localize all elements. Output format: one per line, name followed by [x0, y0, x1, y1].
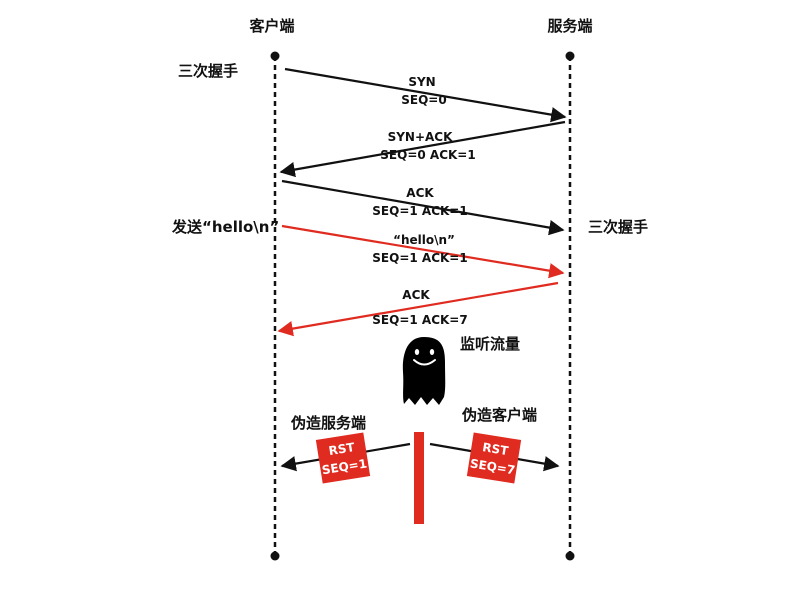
- synack-label: SYN+ACK: [388, 130, 454, 144]
- synack-arrow: [279, 120, 566, 178]
- send-hello-label: 发送“hello\n”: [171, 218, 279, 236]
- handshake-client-label: 三次握手: [178, 62, 238, 80]
- handshake-server-label: 三次握手: [588, 218, 648, 236]
- monitor-label: 监听流量: [460, 335, 520, 353]
- hello-seq-label: SEQ=1 ACK=1: [372, 251, 467, 265]
- injection-bar: [414, 432, 424, 524]
- syn-seq-label: SEQ=0: [401, 93, 446, 107]
- syn-label: SYN: [408, 75, 435, 89]
- forge-server-label: 伪造服务端: [290, 414, 366, 432]
- ack7-label: ACK: [402, 288, 430, 302]
- ack-label: ACK: [406, 186, 434, 200]
- synack-seq-label: SEQ=0 ACK=1: [380, 148, 475, 162]
- client-header: 客户端: [248, 17, 294, 35]
- rst-to-client-label: RST: [328, 440, 357, 458]
- rst-to-server-label: RST: [481, 440, 510, 458]
- hello-label: “hello\n”: [393, 233, 455, 247]
- server-lifeline: [565, 51, 575, 561]
- hello-arrow: [281, 224, 565, 279]
- syn-arrow: [284, 67, 567, 123]
- forge-client-label: 伪造客户端: [461, 406, 537, 424]
- server-header: 服务端: [547, 17, 592, 35]
- ack-seq-label: SEQ=1 ACK=1: [372, 204, 467, 218]
- client-lifeline: [270, 51, 280, 561]
- ack-arrow: [281, 179, 565, 236]
- ack7-seq-label: SEQ=1 ACK=7: [372, 313, 467, 327]
- ghost-icon: [402, 337, 446, 405]
- rst-packet-to-client: RST SEQ=1: [315, 432, 371, 484]
- ack7-arrow: [277, 281, 559, 337]
- rst-packet-to-server: RST SEQ=7: [466, 432, 522, 484]
